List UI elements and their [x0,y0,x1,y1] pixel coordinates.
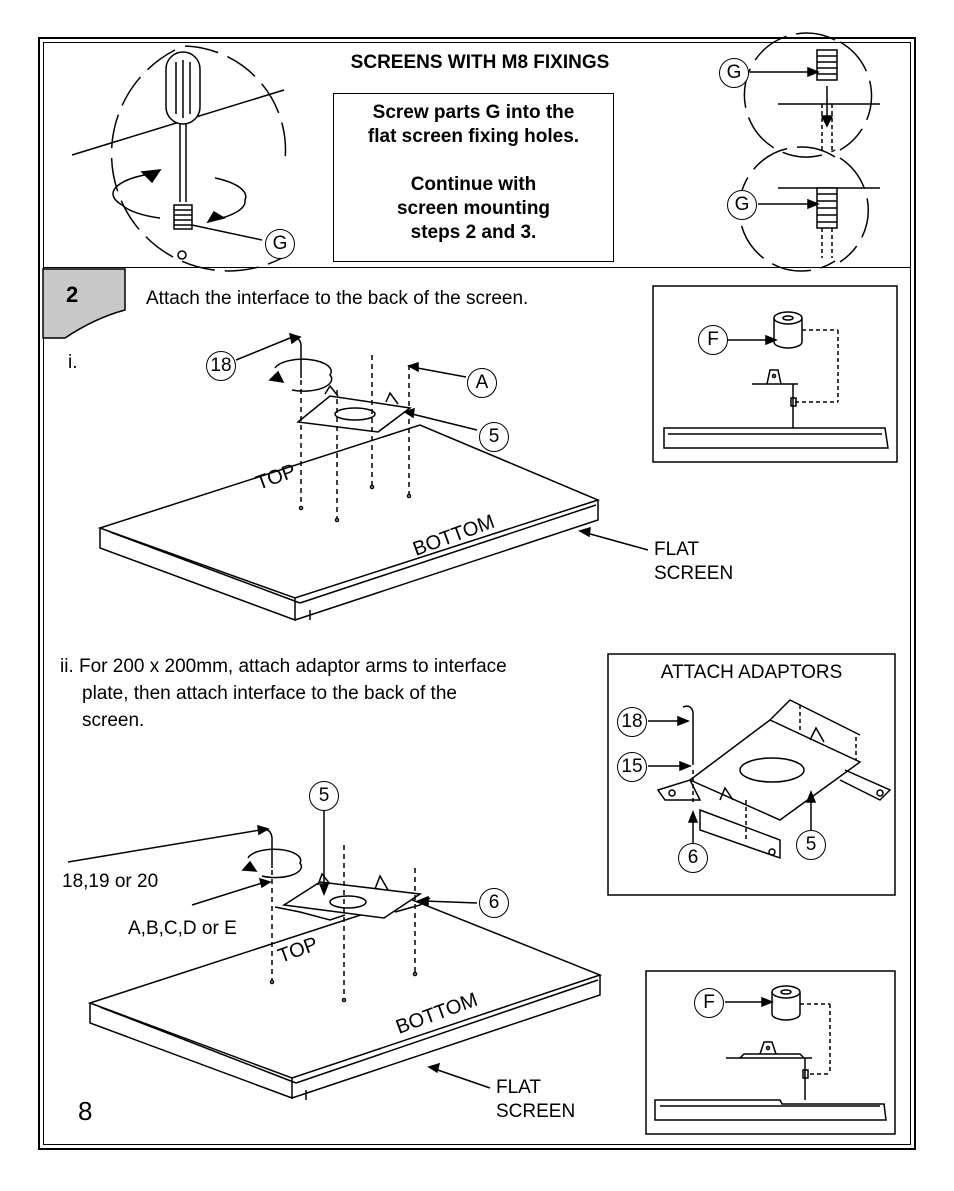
screen-text: SCREEN [654,563,734,584]
flat-screen-label-ii: FLAT SCREEN [496,1076,575,1124]
callout-18-inset: 18 [617,707,647,737]
inset-attach-adaptors [607,653,896,896]
callout-6-ii: 6 [479,888,509,918]
section-title: SCREENS WITH M8 FIXINGS [350,52,610,73]
flat-text: FLAT [496,1077,542,1098]
note-line: steps 2 and 3. [410,222,537,243]
callout-f-top: F [698,325,728,355]
screws-label: A,B,C,D or E [128,918,237,939]
substep-i-label: i. [68,352,78,373]
page-frame-inner [43,42,911,1145]
note-line: Continue with [410,174,537,195]
attach-adaptors-title: ATTACH ADAPTORS [660,662,843,683]
flat-text: FLAT [654,539,700,560]
callout-5-ii: 5 [309,781,339,811]
note-line: Screw parts G into the [372,102,575,123]
flat-screen-label: FLAT SCREEN [654,538,733,586]
insert-detail-top [743,32,880,158]
inset-f-top [652,285,898,463]
callout-5-inset: 5 [796,830,826,860]
callout-g-bottom: G [727,190,757,220]
note-line: flat screen fixing holes. [367,126,580,147]
screen-text: SCREEN [496,1101,576,1122]
inset-f-bottom [645,970,896,1135]
note-line: screen mounting [396,198,551,219]
callout-6-inset: 6 [678,843,708,873]
callout-18: 18 [206,351,236,381]
instruction-note: Screw parts G into the flat screen fixin… [333,93,614,262]
substep-ii-line: plate, then attach interface to the back… [82,683,457,704]
step-number: 2 [66,282,79,307]
page-frame-outer [38,37,916,1150]
callout-g-top: G [719,58,749,88]
screwdriver-detail [71,45,287,272]
callout-a: A [467,368,497,398]
page-number: 8 [78,1096,93,1126]
callout-15: 15 [617,752,647,782]
callout-5: 5 [479,422,509,452]
tools-label: 18,19 or 20 [62,871,159,892]
substep-ii-text: ii. For 200 x 200mm, attach adaptor arms… [60,653,507,734]
callout-g: G [265,229,295,259]
section-divider [43,267,911,268]
substep-ii-line: screen. [82,710,145,731]
callout-f-bottom: F [694,988,724,1018]
step-tab [42,268,126,339]
flat-screen-i [97,332,649,622]
step-intro: Attach the interface to the back of the … [146,288,529,309]
insert-detail-bottom [738,146,880,272]
substep-ii-line: ii. For 200 x 200mm, attach adaptor arms… [60,656,507,677]
flat-screen-ii [67,810,603,1100]
